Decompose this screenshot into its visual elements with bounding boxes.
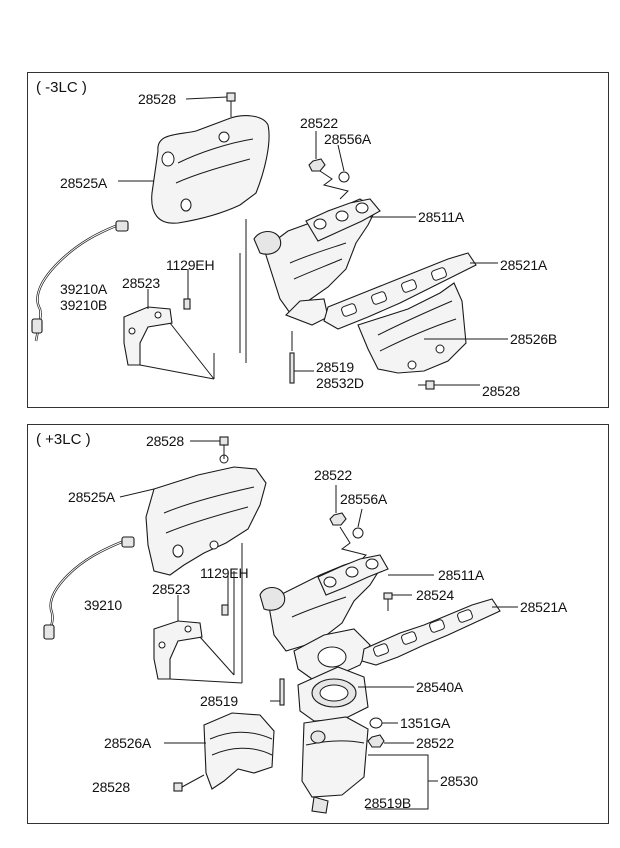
label-28523: 28523 (122, 275, 160, 291)
label-28525a: 28525A (60, 175, 108, 191)
label-28530: 28530 (440, 773, 478, 789)
leader-lines (119, 440, 518, 810)
leader-lines (118, 96, 508, 386)
label-28540a: 28540A (416, 679, 464, 695)
heat-protector-lower-part (357, 282, 467, 374)
label-28526b: 28526B (510, 331, 558, 347)
panel-header: ( +3LC ) (36, 431, 91, 448)
label-28528-lower: 28528 (92, 779, 130, 795)
label-28528: 28528 (138, 91, 176, 107)
heat-protector-lower-part (203, 712, 275, 790)
bracket-part (123, 298, 191, 366)
bolt-28524-part (383, 592, 393, 611)
gasket-part (323, 252, 477, 330)
panel-header: ( -3LC ) (36, 79, 87, 96)
label-28521a: 28521A (500, 257, 548, 273)
nut-washer-part (329, 512, 367, 564)
label-28522: 28522 (300, 115, 338, 131)
bolt-lower-part (173, 774, 205, 792)
label-28522-lower: 28522 (416, 735, 454, 751)
label-28511a: 28511A (438, 567, 485, 583)
label-28519: 28519 (316, 359, 354, 375)
panel-plus-3lc: ( +3LC ) (27, 424, 609, 824)
label-28511a: 28511A (418, 209, 465, 225)
label-28526a: 28526A (104, 735, 152, 751)
label-28524: 28524 (416, 587, 454, 603)
label-28532d: 28532D (316, 375, 364, 391)
label-39210a: 39210A (60, 281, 108, 297)
exploded-diagram-bottom (43, 436, 518, 814)
label-28519: 28519 (200, 693, 238, 709)
exploded-diagram-top (31, 92, 508, 390)
label-1351ga: 1351GA (400, 715, 451, 731)
label-39210: 39210 (84, 597, 122, 613)
label-1129eh: 1129EH (166, 257, 215, 273)
stud-part (279, 678, 285, 706)
panel-minus-3lc: ( -3LC ) (27, 72, 609, 408)
label-28522: 28522 (314, 467, 352, 483)
exhaust-manifold-part (253, 198, 381, 326)
label-28556a: 28556A (324, 131, 372, 147)
catalytic-converter-part (293, 628, 371, 814)
bolt-lower-part (418, 380, 435, 390)
label-28523: 28523 (152, 581, 190, 597)
nut-1351ga-part (367, 717, 385, 748)
bracket-part (153, 604, 229, 680)
label-28528: 28528 (146, 433, 184, 449)
heat-protector-part (145, 454, 267, 576)
label-28528-lower: 28528 (482, 383, 520, 399)
oxygen-sensor-part (43, 536, 135, 640)
label-28521a: 28521A (520, 599, 568, 615)
label-28556a: 28556A (340, 491, 388, 507)
stud-part (289, 331, 295, 384)
gasket-part (361, 598, 501, 666)
heat-protector-part (151, 115, 270, 224)
label-28519b: 28519B (364, 795, 412, 811)
exhaust-manifold-part (259, 554, 389, 652)
label-28525a: 28525A (68, 489, 116, 505)
nut-washer-part (308, 158, 350, 200)
oxygen-sensor-part (31, 220, 129, 342)
label-1129eh: 1129EH (200, 565, 249, 581)
label-39210b: 39210B (60, 297, 108, 313)
bolt-part (226, 92, 236, 117)
